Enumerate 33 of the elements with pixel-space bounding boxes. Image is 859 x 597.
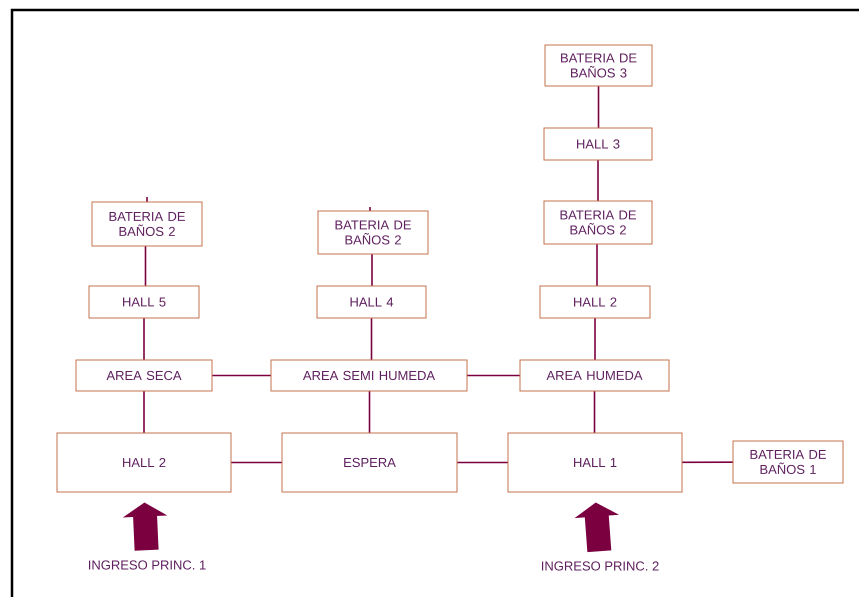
connector-line <box>594 318 596 360</box>
room-box: HALL 4 <box>316 286 426 318</box>
connector-line <box>232 462 282 464</box>
room-box: HALL 3 <box>544 128 652 160</box>
room-box: HALL 5 <box>88 286 200 318</box>
room-box: AREA HUMEDA <box>520 360 670 392</box>
entrance-label: INGRESO PRINC. 1 <box>88 560 206 570</box>
connector-line <box>368 392 370 432</box>
connector-line <box>143 318 145 360</box>
entrance-label: INGRESO PRINC. 2 <box>542 561 659 571</box>
room-box: BATERIA DE BAÑOS 1 <box>732 440 844 484</box>
connector-line <box>212 374 270 376</box>
room-box: BATERIA DE BAÑOS 2 <box>318 210 428 254</box>
connector-line <box>598 86 600 128</box>
room-box: HALL 2 <box>56 432 232 492</box>
connector-line <box>458 462 508 464</box>
connector-line <box>468 374 520 376</box>
room-box: BATERIA DE BAÑOS 2 <box>92 202 202 246</box>
room-box: ESPERA <box>282 432 458 492</box>
room-box: AREA SECA <box>76 360 212 392</box>
connector-line <box>596 244 598 286</box>
room-box: BATERIA DE BAÑOS 2 <box>544 200 652 244</box>
room-box: HALL 1 <box>508 432 682 492</box>
connector-line <box>371 254 373 286</box>
room-box: BATERIA DE BAÑOS 3 <box>544 44 652 86</box>
connector-line <box>143 392 145 432</box>
connector-line <box>370 318 372 360</box>
room-box: AREA SEMI HUMEDA <box>270 360 468 392</box>
connector-line <box>144 246 146 286</box>
connector-line <box>682 461 732 464</box>
room-box: HALL 2 <box>540 286 650 318</box>
connector-line <box>594 392 596 432</box>
connector-line <box>597 160 599 200</box>
